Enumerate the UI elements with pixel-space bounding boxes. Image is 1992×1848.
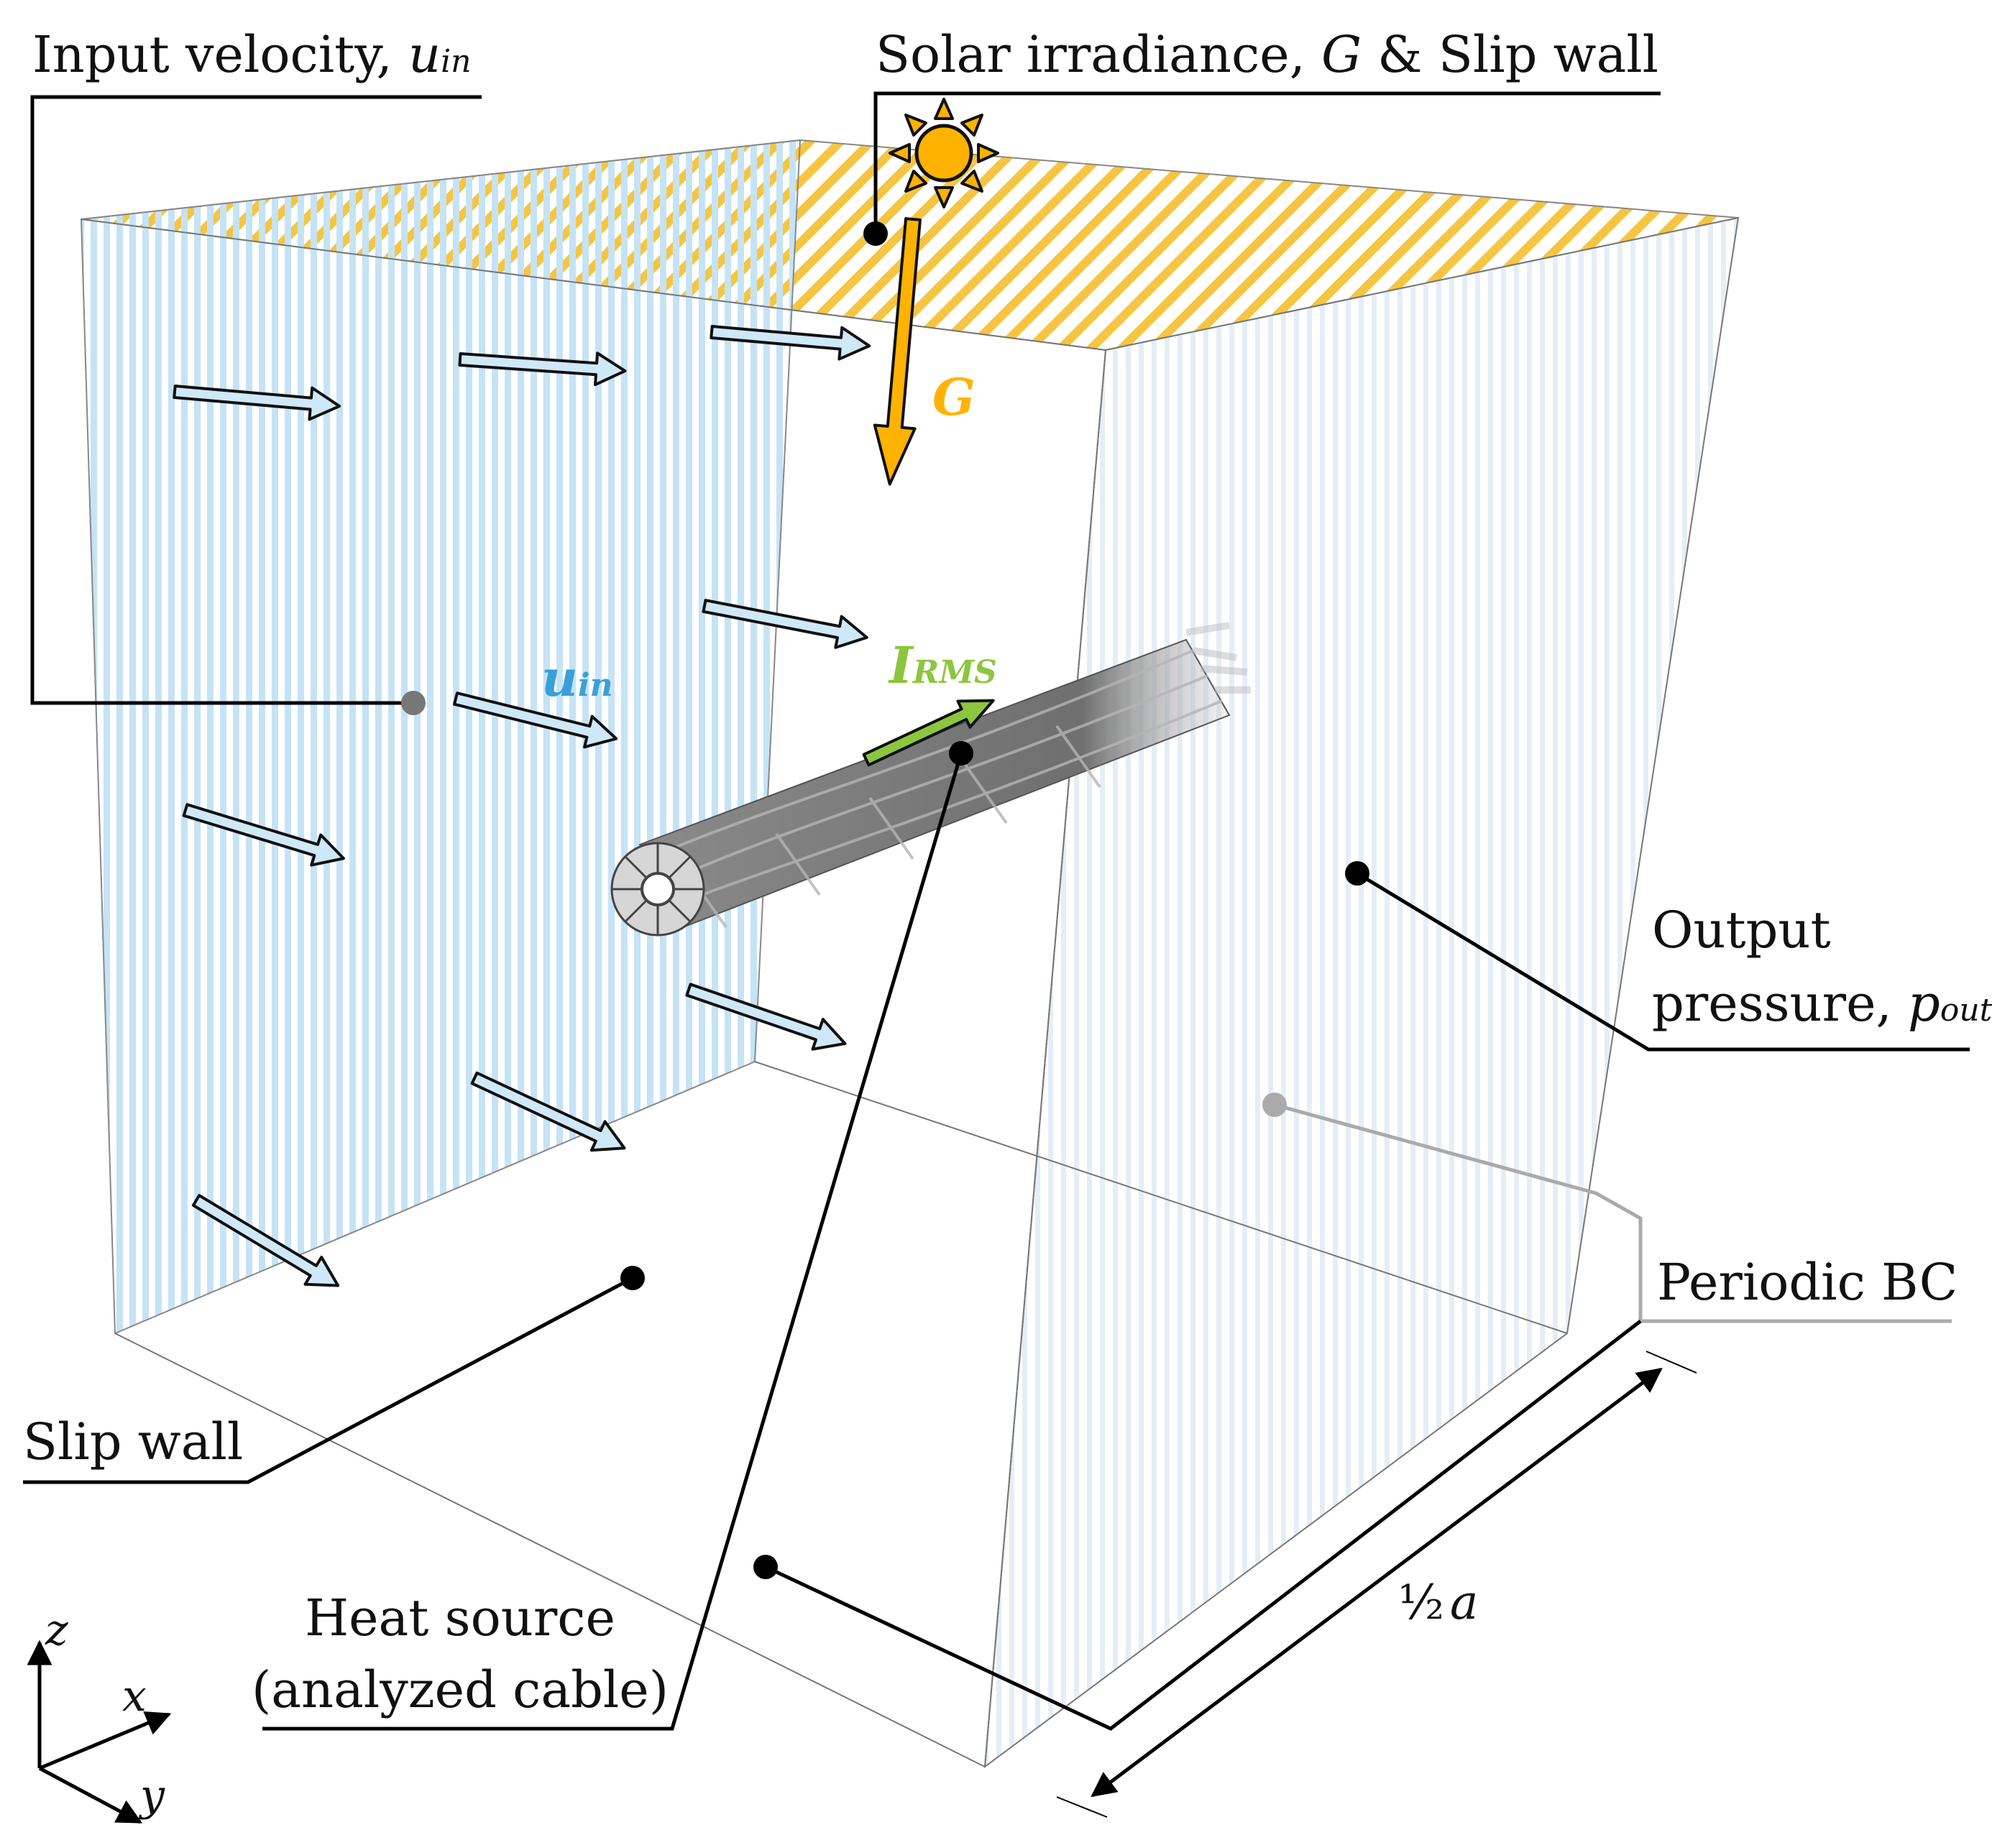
- dimension-arrow: [1056, 1351, 1697, 1818]
- output-pressure-line2: pressure, pout: [1652, 974, 1992, 1033]
- z-axis-label: z: [45, 1605, 68, 1655]
- y-axis-label: y: [138, 1770, 165, 1821]
- leader-heat-source: [262, 753, 963, 1731]
- leader-slip-wall: [23, 1276, 634, 1484]
- flow-arrow: [470, 1071, 626, 1152]
- sun-icon: [889, 98, 999, 208]
- g-arrow: [873, 217, 922, 486]
- heat-source-line1: Heat source: [305, 1589, 615, 1647]
- flow-arrow: [191, 1194, 340, 1287]
- flow-arrow: [453, 691, 618, 749]
- flow-arrow: [702, 599, 868, 649]
- x-axis-label: x: [122, 1671, 147, 1721]
- x-axis: [39, 1711, 172, 1770]
- leader-dots: [401, 221, 1369, 1579]
- i-rms-arrow: [862, 699, 995, 767]
- coordinate-axes: [27, 1640, 172, 1824]
- inlet-face: [80, 139, 802, 1335]
- i-rms-label: IRMS: [888, 635, 997, 695]
- y-axis: [38, 1766, 143, 1824]
- heat-source-line2: (analyzed cable): [252, 1660, 669, 1719]
- leader-lines: [23, 91, 1970, 1731]
- leader-input-velocity: [30, 95, 482, 705]
- input-velocity-label: Input velocity, uin: [32, 25, 472, 84]
- cable-end-strands: [1185, 622, 1251, 694]
- flow-arrow: [182, 803, 345, 867]
- cable-cross-section: [610, 842, 705, 937]
- leader-output-pressure: [1356, 871, 1970, 1052]
- flow-arrow: [685, 983, 847, 1051]
- cable: [610, 622, 1251, 937]
- flow-arrow: [173, 385, 341, 421]
- periodic-bc-label: Periodic BC: [1657, 1253, 1957, 1312]
- g-arrow-label: G: [932, 367, 976, 427]
- flow-arrow: [458, 351, 627, 387]
- domain-edges: [81, 219, 1568, 1767]
- leader-solar: [873, 91, 1661, 234]
- flow-arrow: [710, 325, 871, 361]
- slip-wall-label: Slip wall: [23, 1412, 243, 1471]
- u-in-label: uin: [541, 648, 613, 708]
- output-pressure-line1: Output: [1652, 901, 1831, 960]
- leader-periodic-bc: [1274, 1103, 1952, 1323]
- flow-arrows: [173, 325, 871, 1287]
- solar-label: Solar irradiance, G & Slip wall: [876, 25, 1658, 84]
